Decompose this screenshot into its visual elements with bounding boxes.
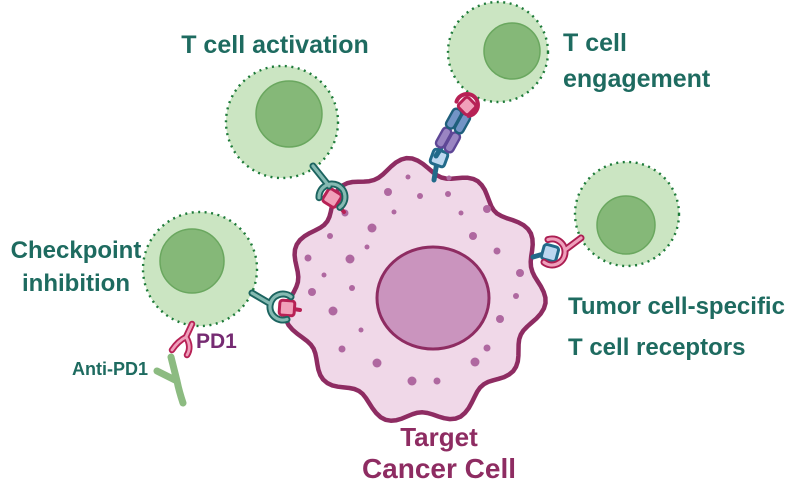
label-anti-pd1: Anti-PD1 bbox=[72, 359, 148, 379]
label-line: Checkpoint bbox=[10, 237, 142, 264]
label-line: engagement bbox=[563, 65, 711, 93]
pd1-receptor bbox=[168, 320, 196, 359]
label-line: Tumor cell-specific bbox=[568, 293, 785, 320]
label-t-cell-engagement: T cell engagement bbox=[563, 25, 710, 97]
tcr-checkpoint bbox=[248, 289, 295, 324]
label-line: Target bbox=[400, 422, 478, 452]
label-line: T cell receptors bbox=[568, 334, 746, 361]
label-checkpoint-inhibition: Checkpoint inhibition bbox=[0, 234, 152, 300]
label-line: T cell bbox=[563, 29, 627, 57]
label-t-cell-activation: T cell activation bbox=[181, 31, 369, 59]
cancer-cell bbox=[282, 155, 548, 423]
bispecific-engager bbox=[433, 92, 480, 159]
label-tumor-specific-receptors: Tumor cell-specific T cell receptors bbox=[568, 286, 785, 368]
t-cell bbox=[446, 0, 550, 104]
label-target-cancer-cell: Target Cancer Cell bbox=[339, 421, 539, 485]
tumor-specific-t-cell-receptor bbox=[540, 234, 585, 269]
label-pd1: PD1 bbox=[196, 330, 237, 353]
t-cell bbox=[224, 64, 340, 180]
anti-pd1-antibody bbox=[153, 353, 187, 407]
label-line: Cancer Cell bbox=[361, 453, 517, 484]
t-cells bbox=[141, 0, 681, 328]
t-cell bbox=[141, 210, 259, 328]
tcr-activation bbox=[309, 162, 349, 211]
label-line: inhibition bbox=[22, 270, 130, 297]
t-cell bbox=[573, 160, 681, 268]
